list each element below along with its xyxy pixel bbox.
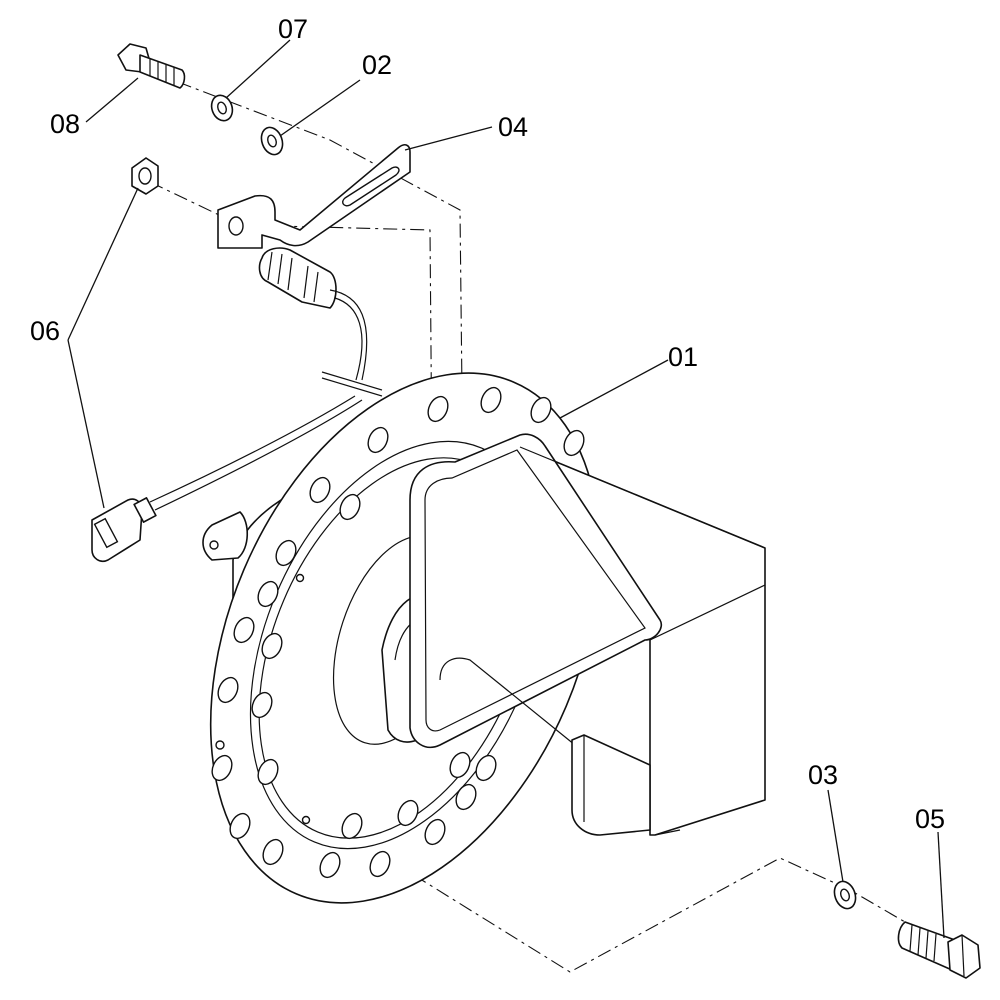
bracket-slot	[342, 166, 400, 207]
leader-05	[937, 831, 945, 939]
flat-washer-02	[260, 126, 284, 156]
leader-06a	[67, 187, 139, 341]
sensor-thread	[267, 251, 273, 281]
callout-08: 08	[50, 109, 80, 139]
bolt-hole	[427, 395, 449, 423]
bolt-hole	[229, 812, 251, 840]
sensor-cable-lower-2	[154, 399, 363, 511]
leader-06b	[67, 339, 105, 509]
lock-washer-03	[833, 880, 857, 910]
bolt-hole	[319, 851, 341, 879]
bolt-08	[117, 43, 186, 89]
axle-tube-front-face	[409, 433, 663, 749]
callout-03: 03	[808, 760, 838, 790]
bolt-05-thread	[909, 924, 913, 952]
bolt-hole	[217, 676, 239, 704]
connector-boot	[133, 497, 157, 523]
lower-bracket-plate	[571, 734, 651, 836]
bolt-hole	[449, 751, 471, 779]
callout-06: 06	[30, 316, 60, 346]
axle-tube-edge	[519, 446, 766, 549]
bolt-05-thread	[917, 927, 921, 956]
bolt-05-head-edge	[961, 934, 965, 977]
sensor-bracket	[217, 143, 411, 249]
bolt-05-thread	[933, 933, 937, 962]
leader-08	[85, 77, 139, 123]
small-pin-hole	[215, 740, 225, 750]
nut-06-hole	[138, 167, 152, 185]
lock-washer-03-hole	[840, 888, 850, 902]
sensor-connector	[91, 498, 143, 563]
bolt-hole	[341, 812, 363, 840]
bolt-hole	[530, 396, 552, 424]
nut-06	[131, 157, 159, 195]
callout-07: 07	[278, 14, 308, 44]
bolt-hole	[424, 818, 446, 846]
callout-05: 05	[915, 804, 945, 834]
bolt-hole	[257, 758, 279, 786]
leader-lines	[67, 39, 945, 939]
leader-07	[225, 39, 291, 99]
connector-latch	[93, 517, 119, 549]
callout-02: 02	[362, 50, 392, 80]
callout-labels: 01 02 03 04 05 06 07 08	[30, 14, 945, 834]
bolt-hole	[309, 476, 331, 504]
axle-tube-cylinder	[439, 657, 576, 746]
bolt-hole	[339, 493, 361, 521]
bolt-hole	[369, 850, 391, 878]
small-pin-hole	[295, 573, 305, 583]
nut-06-axis-line	[149, 181, 433, 471]
leader-02	[279, 79, 361, 137]
sensor-cable-upper	[329, 289, 368, 381]
sensor-thread	[277, 253, 283, 285]
speed-sensor	[91, 247, 383, 563]
sensor-cable-upper-2	[334, 297, 363, 381]
bracket-round-hole	[228, 216, 244, 236]
leader-01	[559, 359, 669, 419]
sensor-cable-lower	[149, 395, 356, 503]
bolt-05	[897, 921, 981, 979]
flat-washer-02-hole	[267, 134, 277, 148]
bolt-08-shank	[139, 54, 186, 89]
bolt-hole	[257, 580, 279, 608]
sensor-thread	[287, 257, 293, 291]
bolt-hole	[275, 539, 297, 567]
bolt-hole	[455, 783, 477, 811]
leader-03	[827, 789, 844, 883]
sensor-thread	[313, 271, 319, 303]
cable-break-mark	[321, 377, 383, 397]
flange-bolt-holes	[211, 386, 585, 879]
leader-04	[404, 126, 493, 151]
hub-flange-assembly	[202, 372, 766, 904]
bolt-hole	[367, 426, 389, 454]
bolt-hole	[563, 429, 585, 457]
bolt-hole	[261, 632, 283, 660]
bolt-hole	[480, 386, 502, 414]
sensor-threaded-body	[258, 247, 337, 309]
shaft-stub	[202, 511, 249, 561]
axle-tube-edge-3	[654, 829, 681, 836]
bolt-hole	[262, 838, 284, 866]
bolt-hole	[251, 691, 273, 719]
sensor-thread	[303, 265, 309, 299]
bolt-hole	[233, 616, 255, 644]
bracket-body	[217, 143, 411, 249]
axle-tube-edge-2	[649, 584, 766, 641]
callout-01: 01	[668, 342, 698, 372]
cable-break-mark	[321, 371, 383, 391]
lock-washer-07	[210, 94, 234, 122]
bolt-hole	[475, 754, 497, 782]
axle-tube-face-inset	[424, 449, 646, 732]
bolt-hole	[397, 799, 419, 827]
small-pin-hole	[301, 815, 311, 825]
bolt-05-axis-line	[321, 817, 906, 973]
bolt-hole	[211, 754, 233, 782]
callout-04: 04	[498, 112, 528, 142]
bolt-05-thread	[925, 930, 929, 959]
shaft-pin-hole	[209, 540, 219, 550]
lock-washer-07-hole	[217, 101, 227, 115]
